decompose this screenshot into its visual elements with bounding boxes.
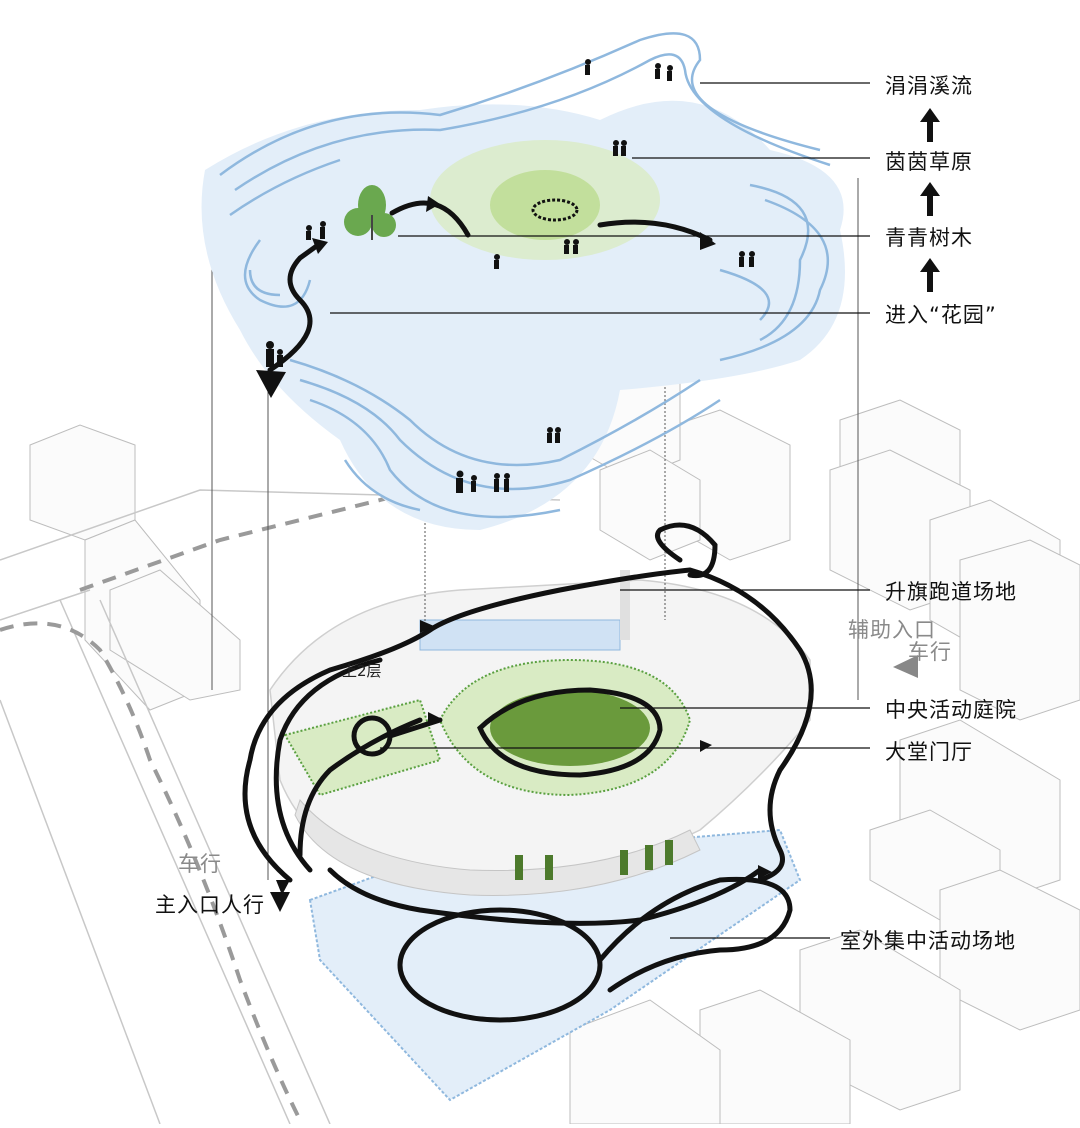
courtyard-lawn <box>490 690 650 766</box>
leader-lines <box>330 82 870 939</box>
label-outdoor-area: 室外集中活动场地 <box>840 929 1016 953</box>
label-main-entrance: 主入口人行 <box>155 893 265 917</box>
vehicle-route <box>0 488 421 1121</box>
tree-icon <box>344 185 396 240</box>
label-stream: 涓涓溪流 <box>885 74 973 98</box>
label-meadow: 茵茵草原 <box>885 150 973 174</box>
label-enter-garden: 进入“花园” <box>885 303 997 327</box>
label-aux-entrance: 辅助入口 <box>848 618 936 642</box>
label-central-courtyard: 中央活动庭院 <box>885 698 1017 722</box>
people-icon <box>266 59 755 493</box>
up-arrow-icon <box>920 182 940 216</box>
circulation-loop <box>242 522 814 1023</box>
label-vehicle-right: 车行 <box>908 640 952 664</box>
label-flag-track: 升旗跑道场地 <box>885 580 1017 604</box>
label-lobby: 大堂门厅 <box>885 740 973 764</box>
label-trees: 青青树木 <box>885 226 973 250</box>
up-arrow-icon <box>920 258 940 292</box>
up-arrow-icon <box>920 108 940 142</box>
label-up-2f: 上2层 <box>342 662 382 680</box>
site-lines <box>0 489 561 1125</box>
label-vehicle-left: 车行 <box>178 852 222 876</box>
